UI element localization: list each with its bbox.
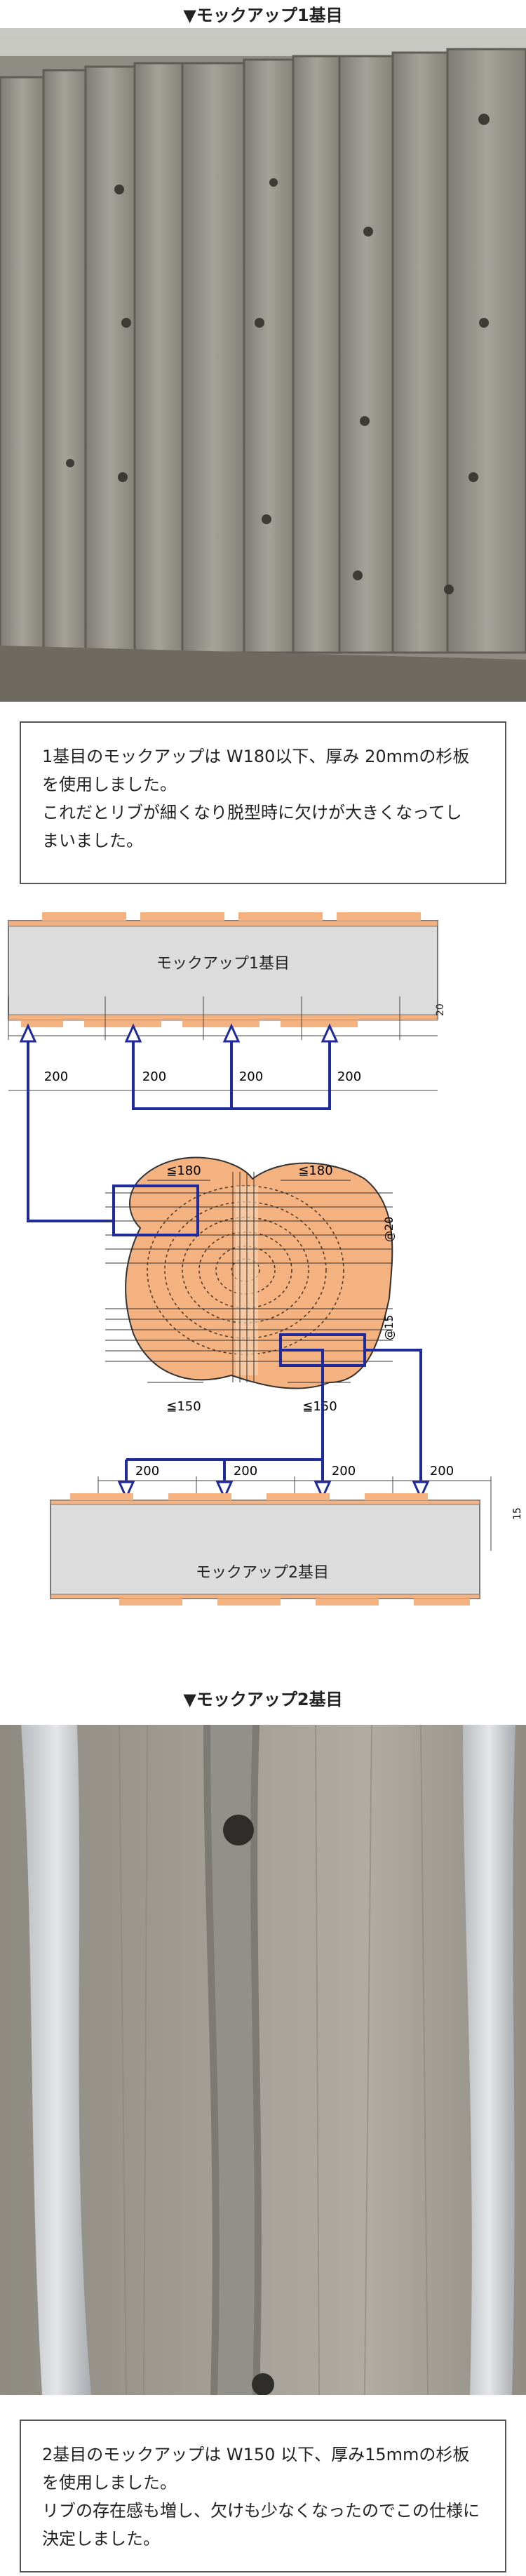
formwork-diagram: モックアップ1基目 20 200 200 200 200 (0, 891, 526, 1656)
mockup2-note-line2: を使用しました。 (42, 2473, 177, 2492)
bottom-spacing-1: 200 (135, 1464, 159, 1479)
mockup2-note-line1: 2基目のモックアップは W150 以下、厚み15mmの杉板 (42, 2445, 470, 2464)
mockup1-note-line1: 1基目のモックアップは W180以下、厚み 20mmの杉板 (42, 747, 470, 766)
mockup2-note-line4: 決定しました。 (42, 2529, 160, 2549)
pitch-bottom: @15 (382, 1315, 396, 1340)
mockup1-photo (0, 28, 526, 702)
bottom-spacing-3: 200 (332, 1464, 356, 1479)
top-spacing-1: 200 (44, 1069, 68, 1084)
bottom-spacing-4: 200 (430, 1464, 454, 1479)
mockup2-panel (50, 1500, 480, 1599)
mockup2-thickness-label: 15 (512, 1507, 523, 1520)
mockup1-caption: ▼モックアップ1基目 (183, 6, 343, 25)
pitch-top: @20 (382, 1217, 396, 1242)
mockup1-note-line4: まいました。 (42, 831, 143, 850)
log-cross-section (125, 1156, 393, 1389)
width-bottom-right: ≦150 (302, 1399, 337, 1414)
board-outline-top (112, 1184, 199, 1236)
mockup2-note-line3: リブの存在感も増し、欠けも少なくなったのでこの仕様に (42, 2501, 480, 2521)
width-top-right: ≦180 (298, 1163, 332, 1178)
width-bottom-left: ≦150 (166, 1399, 201, 1414)
bottom-spacing-2: 200 (234, 1464, 257, 1479)
mockup2-panel-label: モックアップ2基目 (196, 1564, 329, 1582)
width-top-left: ≦180 (166, 1163, 201, 1178)
mockup1-note-line2: を使用しました。 (42, 775, 177, 794)
top-spacing-2: 200 (142, 1069, 166, 1084)
mockup2-note: 2基目のモックアップは W150 以下、厚み15mmの杉板 を使用しました。 リ… (20, 2420, 506, 2572)
mockup1-thickness-label: 20 (435, 1003, 446, 1016)
top-spacing-3: 200 (239, 1069, 263, 1084)
mockup1-panel-label: モックアップ1基目 (156, 955, 290, 973)
mockup2-caption: ▼モックアップ2基目 (183, 1690, 343, 1709)
mockup2-photo (0, 1725, 526, 2395)
top-spacing-4: 200 (337, 1069, 361, 1084)
mockup1-note-line3: これだとリブが細くなり脱型時に欠けが大きくなってし (42, 803, 462, 822)
mockup1-note: 1基目のモックアップは W180以下、厚み 20mmの杉板 を使用しました。 こ… (20, 721, 506, 884)
